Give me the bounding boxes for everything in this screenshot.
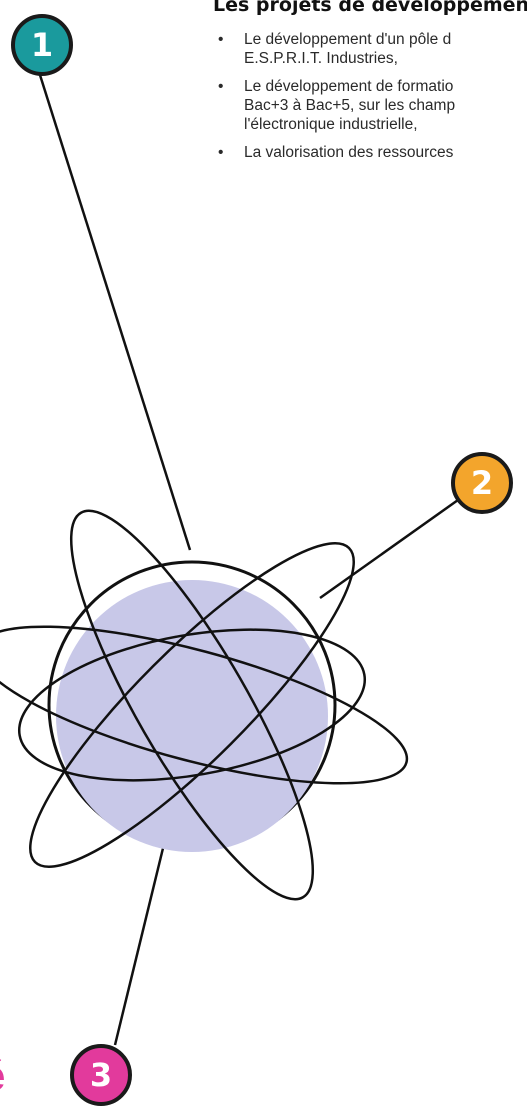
cropped-letter: é bbox=[0, 1052, 5, 1100]
globe-icon bbox=[0, 485, 421, 925]
list-item-line: Le développement d'un pôle d bbox=[244, 30, 455, 49]
connector-line-2 bbox=[320, 500, 458, 598]
badge-2: 2 bbox=[451, 452, 513, 514]
list-item: Le développement de formatio Bac+3 à Bac… bbox=[218, 77, 455, 134]
globe-fill bbox=[56, 580, 328, 852]
connector-line-1 bbox=[40, 75, 190, 550]
development-projects-list: Le développement d'un pôle d E.S.P.R.I.T… bbox=[218, 30, 455, 171]
list-item: Le développement d'un pôle d E.S.P.R.I.T… bbox=[218, 30, 455, 68]
list-item-line: l'électronique industrielle, bbox=[244, 115, 455, 134]
section-heading: Les projets de développement bbox=[213, 0, 527, 16]
list-item-line: La valorisation des ressources bbox=[244, 143, 455, 162]
badge-3: 3 bbox=[70, 1044, 132, 1106]
list-item-line: E.S.P.R.I.T. Industries, bbox=[244, 49, 455, 68]
connector-line-3 bbox=[115, 840, 165, 1045]
list-item: La valorisation des ressources bbox=[218, 143, 455, 162]
badge-1: 1 bbox=[11, 14, 73, 76]
list-item-line: Le développement de formatio bbox=[244, 77, 455, 96]
list-item-line: Bac+3 à Bac+5, sur les champ bbox=[244, 96, 455, 115]
